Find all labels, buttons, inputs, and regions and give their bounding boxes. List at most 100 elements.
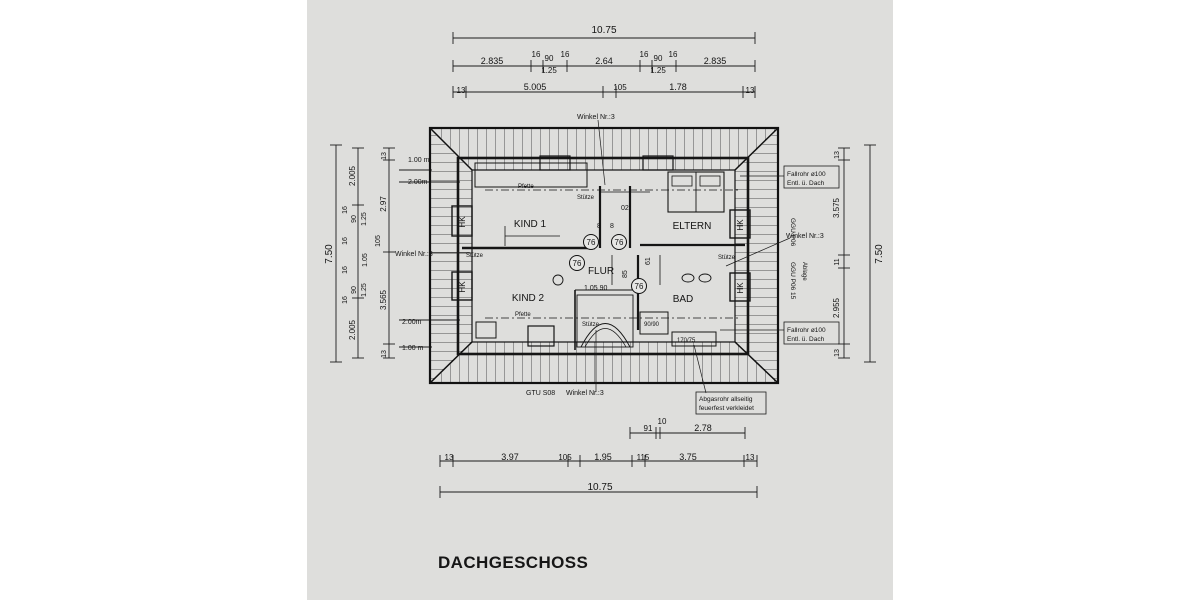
dim-left-seg-6: 16 bbox=[342, 237, 349, 245]
height-2: 2.00m bbox=[408, 179, 428, 186]
dim-left-seg-2: 2.97 bbox=[379, 196, 388, 212]
value-61: 61 bbox=[645, 257, 652, 265]
dim-left-seg-4: 90 bbox=[351, 215, 358, 223]
dim-bottom-r1-1: 91 bbox=[644, 424, 653, 433]
ablage-note: Ablage bbox=[801, 262, 807, 281]
pfette-bottom-label: Pfette bbox=[515, 312, 531, 318]
bottom-dimensions bbox=[439, 427, 758, 498]
dim-top-seg-3: 90 bbox=[545, 54, 554, 63]
dim-top-seg-10: 1.25 bbox=[650, 66, 666, 75]
dim-top-r3-3: 105 bbox=[613, 83, 627, 92]
height-3: 2.00m bbox=[402, 319, 422, 326]
room-kind2-label: KIND 2 bbox=[512, 293, 545, 304]
dim-left-seg-12: 16 bbox=[342, 296, 349, 304]
winkel-top-note: Winkel Nr.:3 bbox=[577, 114, 615, 121]
value-105-90: 1.05 90 bbox=[584, 285, 607, 292]
dim-left-seg-9: 16 bbox=[342, 266, 349, 274]
dim-top-seg-2: 16 bbox=[532, 50, 541, 59]
roof-outline bbox=[428, 126, 780, 385]
winkel-left-note: Winkel Nr.:3 bbox=[395, 251, 433, 258]
dim-bottom-r2-5: 115 bbox=[637, 453, 650, 462]
dim-bottom-r1-2: 10 bbox=[658, 417, 667, 426]
dim-right-seg-4: 13 bbox=[834, 151, 841, 159]
interior-walls bbox=[451, 155, 751, 356]
room-eltern-label: ELTERN bbox=[673, 221, 712, 232]
hk-label-1: HK bbox=[458, 216, 467, 228]
paper-sheet bbox=[307, 0, 893, 600]
bathtub-size-label: 170/75 bbox=[677, 338, 696, 344]
room-kind1-label: KIND 1 bbox=[514, 219, 547, 230]
dim-bottom-r2-7: 13 bbox=[746, 453, 755, 462]
value-02: 02 bbox=[621, 205, 629, 212]
dim-left-seg-13: 3.565 bbox=[379, 289, 388, 310]
abgas-note-line2: feuerfest verkleidet bbox=[699, 405, 754, 412]
height-1: 1.00 m bbox=[408, 157, 430, 164]
pfette-top-label: Pfette bbox=[518, 184, 534, 190]
dim-top-seg-1: 2.835 bbox=[481, 56, 504, 66]
winkel-bottom-note: Winkel Nr.:3 bbox=[566, 390, 604, 397]
stuetze-left-label: Stütze bbox=[466, 253, 484, 259]
dim-bottom-r2-6: 3.75 bbox=[679, 452, 697, 462]
dim-top-seg-6: 2.64 bbox=[595, 56, 613, 66]
marker-76-c: 76 bbox=[573, 259, 582, 268]
hk-label-3: HK bbox=[736, 219, 745, 231]
dim-top-seg-4: 16 bbox=[561, 50, 570, 59]
room-bad-label: BAD bbox=[673, 294, 694, 305]
dim-top-seg-7: 16 bbox=[640, 50, 649, 59]
dim-bottom-r2-2: 3.97 bbox=[501, 452, 519, 462]
stuetze-right-label: Stütze bbox=[718, 255, 736, 261]
dim-right-seg-3: 2.955 bbox=[832, 297, 841, 318]
dim-left-seg-11: 1.25 bbox=[361, 283, 368, 297]
dim-top-r3-1: 13 bbox=[457, 86, 466, 95]
dim-top-seg-8: 90 bbox=[654, 54, 663, 63]
dim-left-seg-15: 13 bbox=[381, 152, 388, 160]
dim-left-seg-5: 1.25 bbox=[361, 212, 368, 226]
dim-top-r3-5: 13 bbox=[746, 86, 755, 95]
dim-bottom-r2-3: 105 bbox=[558, 453, 572, 462]
dim-bottom-r2-4: 1.95 bbox=[594, 452, 612, 462]
fallrohr-top-line1: Fallrohr ø100 bbox=[787, 171, 826, 178]
height-4: 1.00 m bbox=[402, 345, 424, 352]
dim-top-r3-2: 5.005 bbox=[524, 82, 547, 92]
value-8-b: 8 bbox=[610, 223, 614, 230]
dim-left-seg-3: 16 bbox=[342, 206, 349, 214]
fallrohr-bottom-line2: Entl. ü. Dach bbox=[787, 336, 825, 343]
abgas-note-box bbox=[695, 391, 767, 415]
dim-left-seg-7: 105 bbox=[375, 235, 382, 247]
drawing-title: DACHGESCHOSS bbox=[438, 553, 589, 572]
dim-left-overall: 7.50 bbox=[324, 244, 335, 264]
shower-size-label: 90/90 bbox=[644, 322, 660, 328]
dim-right-seg-2: 11 bbox=[834, 258, 841, 265]
hk-label-4: HK bbox=[736, 282, 745, 294]
stuetze-bottom-label: Stütze bbox=[582, 322, 600, 328]
value-8-a: 8 bbox=[597, 223, 601, 230]
dim-top-seg-5: 1.25 bbox=[541, 66, 557, 75]
marker-circles bbox=[569, 234, 647, 294]
fallrohr-bottom-box bbox=[783, 321, 840, 345]
winkel-right-note: Winkel Nr.:3 bbox=[786, 233, 824, 240]
dim-top-r3-4: 1.78 bbox=[669, 82, 687, 92]
right-dimensions bbox=[838, 144, 876, 363]
dim-top-seg-11: 2.835 bbox=[704, 56, 727, 66]
leader-lines bbox=[430, 119, 791, 394]
room-flur-label: FLUR bbox=[588, 266, 614, 277]
dim-bottom-overall: 10.75 bbox=[587, 482, 612, 493]
hk-label-2: HK bbox=[458, 281, 467, 293]
dim-left-seg-1: 2.005 bbox=[348, 165, 357, 186]
gtu-note: GTU S08 bbox=[526, 390, 555, 397]
dim-right-overall: 7.50 bbox=[874, 244, 885, 264]
abgas-note-line1: Abgasrohr allseitig bbox=[699, 396, 753, 403]
value-f5: 85 bbox=[622, 270, 629, 278]
dim-left-seg-14: 2.005 bbox=[348, 319, 357, 340]
dim-left-seg-16: 13 bbox=[381, 350, 388, 358]
dim-right-seg-1: 3.575 bbox=[832, 197, 841, 218]
marker-76-d: 76 bbox=[635, 282, 644, 291]
dim-bottom-r1-3: 2.78 bbox=[694, 423, 712, 433]
dim-left-seg-10: 90 bbox=[351, 286, 358, 294]
marker-76-a: 76 bbox=[587, 238, 596, 247]
fallrohr-top-line2: Entl. ü. Dach bbox=[787, 180, 825, 187]
dim-top-overall: 10.75 bbox=[591, 25, 616, 36]
top-dimensions bbox=[452, 32, 756, 98]
